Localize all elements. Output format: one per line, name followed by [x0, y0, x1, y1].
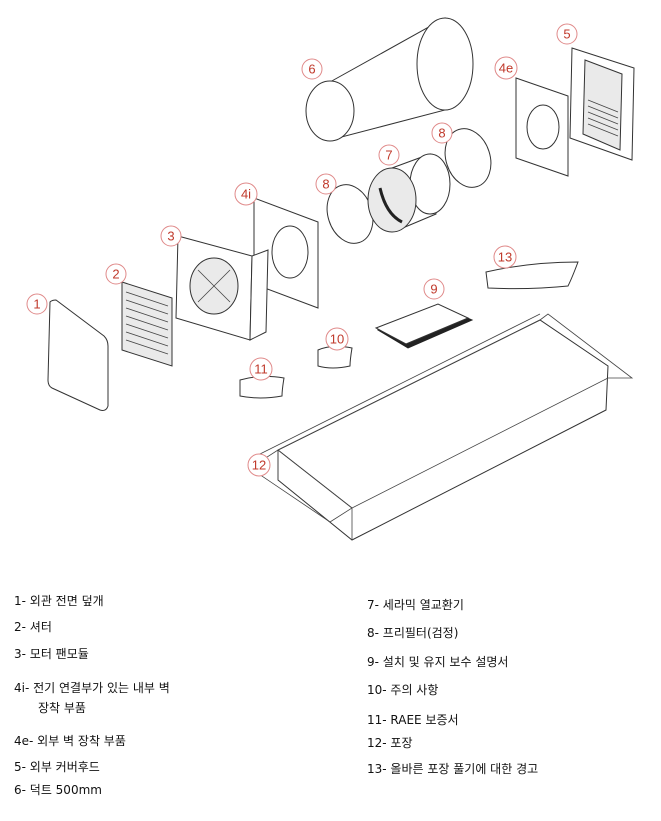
callout-10: 10 [325, 327, 349, 351]
callout-13: 13 [493, 245, 517, 269]
legend-item-7: 7- 세라믹 열교환기 [367, 598, 464, 612]
callout-5: 5 [556, 23, 578, 45]
svg-text:3: 3 [167, 229, 174, 244]
callout-8-left: 8 [315, 173, 337, 195]
legend-item-12: 12- 포장 [367, 736, 413, 750]
legend-item-13: 13- 올바른 포장 풀기에 대한 경고 [367, 762, 539, 776]
legend-item-9: 9- 설치 및 유지 보수 설명서 [367, 655, 509, 669]
legend-item-1: 1- 외관 전면 덮개 [14, 594, 104, 608]
legend-item-8: 8- 프리필터(검정) [367, 626, 459, 640]
part-prefilter-right [444, 128, 492, 188]
callout-12: 12 [247, 453, 271, 477]
legend-item-4i-sub: 장착 부품 [38, 701, 86, 715]
svg-text:8: 8 [322, 177, 329, 192]
part-duct [305, 17, 474, 142]
callout-2: 2 [105, 263, 127, 285]
part-outer-hood [569, 47, 635, 161]
legend-item-6: 6- 덕트 500mm [14, 783, 102, 797]
part-shutter [121, 281, 173, 367]
legend-item-4i: 4i- 전기 연결부가 있는 내부 벽 장착 부품 [14, 680, 170, 716]
legend-item-3: 3- 모터 팬모듈 [14, 647, 89, 661]
svg-text:4e: 4e [499, 61, 513, 76]
callout-4e: 4e [494, 56, 518, 80]
part-front-cover [47, 299, 109, 411]
legend-item-4e: 4e- 외부 벽 장착 부품 [14, 734, 126, 748]
callout-9: 9 [423, 278, 445, 300]
part-ceramic-exchanger [367, 153, 451, 233]
legend-item-4i-label: 4i- 전기 연결부가 있는 내부 벽 [14, 681, 170, 695]
svg-text:9: 9 [430, 282, 437, 297]
svg-text:13: 13 [498, 250, 512, 265]
part-manual [374, 303, 474, 349]
svg-text:7: 7 [385, 148, 392, 163]
callout-8-right: 8 [431, 122, 453, 144]
part-packaging-box [249, 313, 634, 541]
callout-11: 11 [249, 357, 273, 381]
svg-text:4i: 4i [241, 187, 251, 202]
part-unpacking-warning-sheet [485, 261, 579, 290]
legend-item-11: 11- RAEE 보증서 [367, 713, 459, 727]
svg-text:10: 10 [330, 332, 344, 347]
svg-text:8: 8 [438, 126, 445, 141]
part-motor-fan-module [175, 235, 269, 341]
exploded-parts-diagram: 1 2 3 4i 4e 5 6 7 8 8 9 10 [26, 17, 635, 541]
svg-text:6: 6 [308, 62, 315, 77]
callout-7: 7 [378, 144, 400, 166]
svg-text:12: 12 [252, 458, 266, 473]
svg-text:5: 5 [563, 27, 570, 42]
callout-4i: 4i [234, 182, 258, 206]
part-outer-wall-plate [515, 77, 569, 177]
svg-text:11: 11 [254, 362, 268, 377]
svg-text:2: 2 [112, 267, 119, 282]
callout-3: 3 [160, 225, 182, 247]
legend-item-10: 10- 주의 사항 [367, 683, 439, 697]
callout-6: 6 [301, 58, 323, 80]
svg-text:1: 1 [33, 297, 40, 312]
callout-1: 1 [26, 293, 48, 315]
legend-item-5: 5- 외부 커버후드 [14, 760, 100, 774]
legend-item-2: 2- 셔터 [14, 620, 52, 634]
